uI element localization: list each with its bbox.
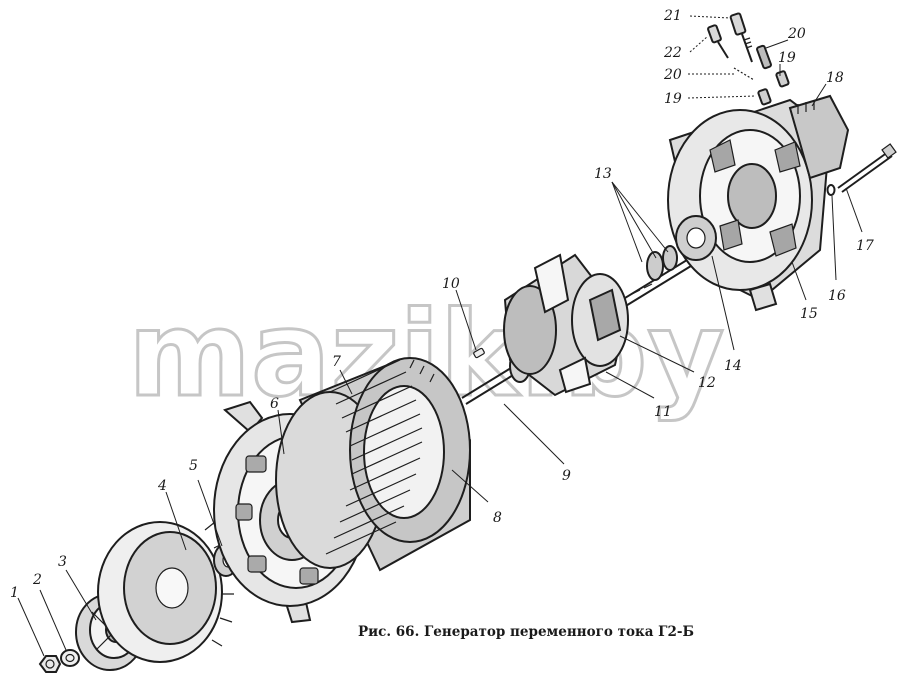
label-8: 8 (493, 510, 502, 526)
label-17: 17 (856, 238, 874, 254)
label-22: 22 (663, 45, 682, 61)
label-2: 2 (32, 572, 42, 588)
label-12: 12 (698, 375, 716, 391)
label-14: 14 (724, 358, 742, 374)
part-rotor (503, 253, 629, 397)
part-washer (60, 649, 80, 667)
label-5: 5 (189, 458, 198, 474)
part-terminal-bolt-22 (707, 24, 729, 59)
label-11: 11 (654, 404, 672, 420)
label-13: 13 (594, 166, 612, 182)
figure-caption: Рис. 66. Генератор переменного тока Г2-Б (358, 624, 694, 640)
part-rear-cover (667, 98, 832, 312)
label-18: 18 (826, 70, 844, 86)
label-9: 9 (562, 468, 571, 484)
label-19-upper: 19 (778, 50, 796, 66)
label-4: 4 (157, 478, 167, 494)
label-21: 21 (663, 8, 682, 24)
part-spring-washer (826, 184, 836, 196)
label-10: 10 (442, 276, 460, 292)
label-6: 6 (270, 396, 279, 412)
label-19-lower: 19 (664, 91, 682, 107)
label-3: 3 (58, 554, 67, 570)
part-key (473, 347, 485, 359)
label-7: 7 (332, 354, 341, 370)
part-labels: 1 2 3 4 5 6 7 8 9 10 11 12 13 14 15 16 1… (10, 8, 874, 601)
part-bushing-19 (757, 70, 790, 106)
part-sleeve-20 (733, 44, 772, 81)
part-terminal-bolt-21 (729, 12, 753, 63)
part-stator (275, 357, 471, 572)
part-fan (97, 521, 234, 663)
leader-lines (17, 15, 863, 657)
label-20-lower: 20 (663, 67, 682, 83)
label-16: 16 (828, 288, 846, 304)
label-1: 1 (10, 585, 19, 601)
label-20-upper: 20 (787, 26, 806, 42)
part-nut (38, 655, 62, 673)
part-rear-housing-boss (788, 94, 850, 180)
part-tie-bolt (837, 143, 897, 193)
label-15: 15 (800, 306, 818, 322)
